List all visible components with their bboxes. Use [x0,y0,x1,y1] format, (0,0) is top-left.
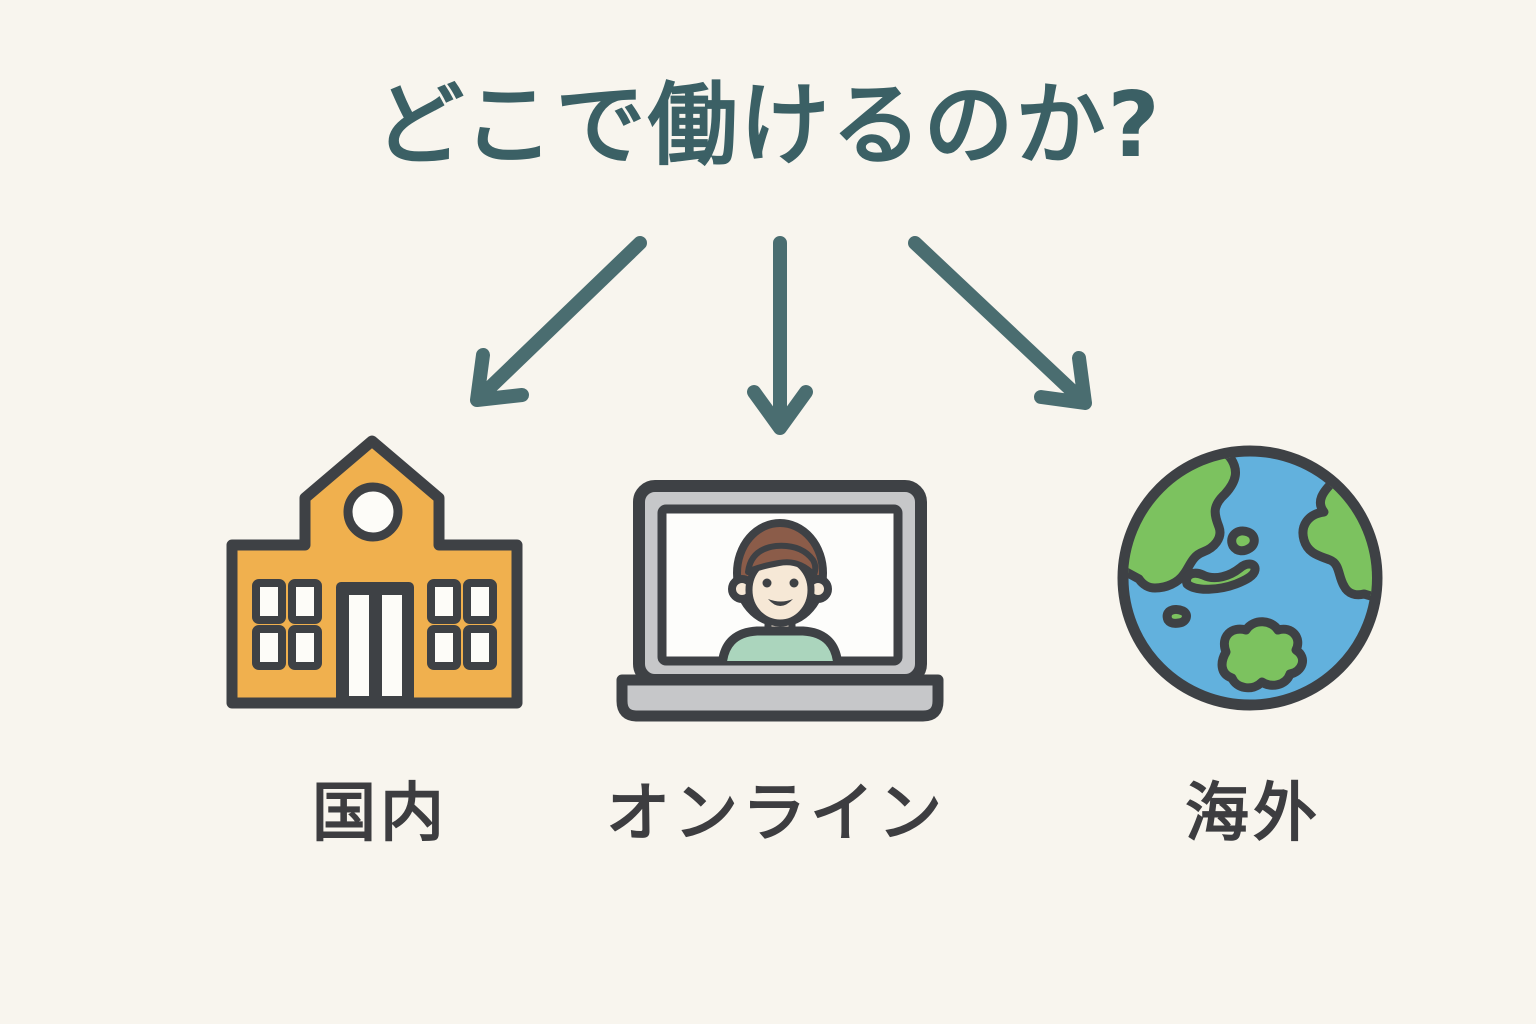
person-eye [789,578,799,588]
laptop-base [616,674,944,722]
island-dot [1227,526,1259,556]
arrow-down-right-icon [908,236,1092,410]
school-window [427,579,461,624]
globe-icon [1117,445,1383,711]
page-title: どこで働けるのか? [374,73,1162,178]
school-window [288,625,322,670]
continent-south [1217,617,1307,693]
arrow-down-icon [747,236,813,435]
school-round-window [343,482,403,542]
school-window [252,625,286,670]
person-hair-fringe [745,542,819,578]
arrows-group [470,236,1092,435]
school-window [427,625,461,670]
school-door-panel [382,595,402,696]
person-avatar [717,519,843,661]
label-online: オンライン [606,777,946,851]
school-door [336,582,414,703]
island-small [1162,604,1191,628]
person-smile [768,599,793,606]
school-windows [252,579,497,670]
school-window [252,579,286,624]
label-overseas: 海外 [1185,777,1321,851]
person-eye [762,578,772,588]
arrow-down-left-icon [470,236,647,407]
school-door-panel [349,595,369,696]
school-window [463,579,497,624]
person-shirt [717,626,843,661]
school-window [288,579,322,624]
school-building-icon [226,435,523,709]
laptop-video-call-icon [616,480,944,722]
label-domestic: 国内 [312,777,448,851]
school-window [463,625,497,670]
island-crescent [1182,559,1260,594]
continent-east [1298,456,1372,609]
